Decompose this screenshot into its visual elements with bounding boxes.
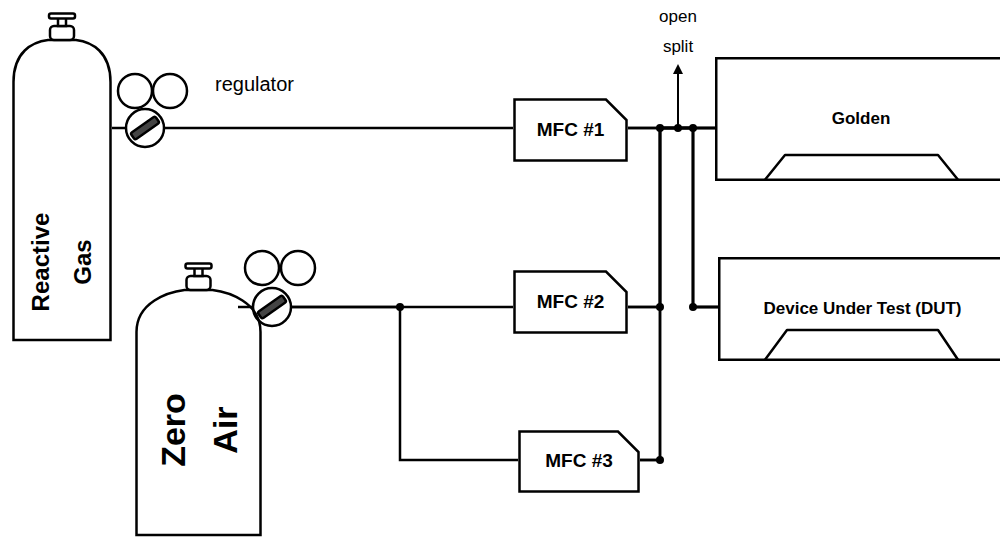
mfc-body	[515, 100, 627, 161]
instrument-box: Device Under Test (DUT)	[718, 257, 1000, 361]
gas-line	[628, 128, 715, 307]
junction-dot	[656, 456, 664, 464]
gas-line	[112, 127, 513, 130]
box-label: Golden	[832, 109, 891, 129]
open-split-vent	[673, 64, 683, 128]
gas-line	[262, 307, 518, 460]
gas-line	[628, 128, 718, 307]
mfc-body	[520, 432, 639, 492]
box-label: MFC #3	[545, 450, 613, 473]
regulator-knob	[130, 116, 159, 140]
component-label: regulator	[215, 71, 294, 97]
junction-dot	[656, 124, 664, 132]
pressure-regulator	[238, 251, 315, 326]
junction-dot	[674, 124, 682, 132]
instrument-foot	[765, 155, 958, 180]
junction-dot	[689, 124, 697, 132]
mass-flow-controller: MFC #2	[513, 270, 628, 334]
gas-line	[640, 128, 718, 460]
box-label: MFC #2	[537, 291, 605, 314]
pressure-gauge	[245, 251, 279, 285]
cylinder-neck	[187, 276, 211, 290]
instrument-box: Golden	[715, 57, 1000, 181]
vent-arrowhead	[673, 64, 683, 74]
gas-cylinder: Zero Air	[135, 262, 262, 537]
mfc-body	[515, 272, 627, 333]
instrument-housing	[716, 58, 1000, 180]
mass-flow-controller: MFC #1	[513, 98, 628, 162]
junction-dot	[656, 303, 664, 311]
cylinder-body	[14, 40, 111, 340]
junction-dot	[396, 303, 404, 311]
instrument-housing	[719, 258, 1000, 360]
regulator-body	[126, 109, 164, 147]
box-label: Device Under Test (DUT)	[763, 299, 961, 319]
gas-line	[628, 128, 718, 307]
valve-handle	[186, 264, 212, 269]
box-label: MFC #1	[537, 119, 605, 142]
gas-cylinder: Reactive Gas	[12, 12, 112, 342]
valve-handle	[49, 14, 75, 19]
regulator-knob	[257, 295, 286, 319]
instrument-foot	[765, 330, 958, 360]
pressure-gauge	[281, 251, 315, 285]
cylinder-neck	[50, 26, 74, 40]
pressure-gauge	[118, 74, 152, 108]
gas-line	[640, 128, 715, 460]
cylinder-label: Zero Air	[147, 383, 251, 478]
junction-dots	[396, 124, 697, 464]
vent-line	[677, 72, 679, 128]
pressure-gauge	[153, 74, 187, 108]
cylinder-label: Reactive Gas	[20, 202, 104, 322]
junction-dot	[689, 303, 697, 311]
vent-label: open split	[650, 2, 706, 62]
mass-flow-controller: MFC #3	[518, 430, 640, 493]
cylinder-body	[137, 290, 261, 535]
pressure-regulator	[118, 74, 187, 147]
